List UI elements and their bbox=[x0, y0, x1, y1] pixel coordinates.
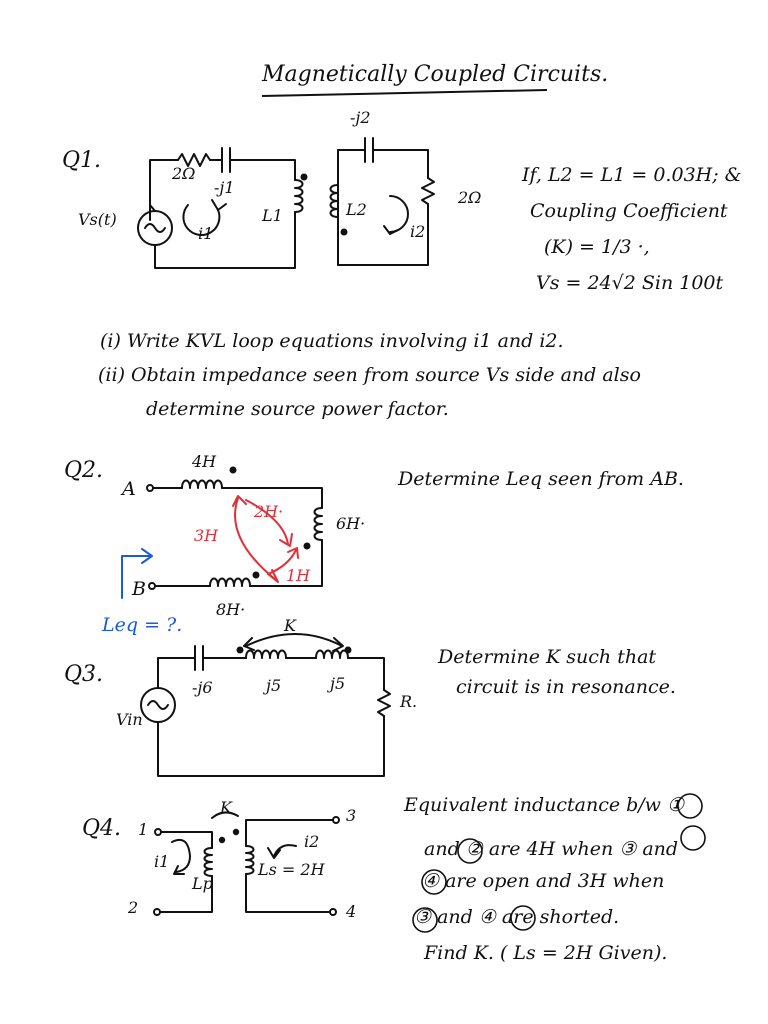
q4-node-4: 4 bbox=[346, 902, 357, 921]
q3-l1-label: j5 bbox=[266, 676, 282, 695]
q2-task: Determine Leq seen from AB. bbox=[398, 468, 684, 490]
q4-task-4: ③ and ④ are shorted. bbox=[414, 906, 620, 928]
q3-l2-label: j5 bbox=[330, 674, 346, 693]
q4-loop-i1 bbox=[171, 838, 191, 873]
q3-inductor-1 bbox=[245, 649, 287, 659]
q1-resistor-right-label: 2Ω bbox=[458, 188, 482, 207]
q2-label: Q2. bbox=[64, 458, 104, 483]
q3-cap-label: -j6 bbox=[192, 678, 213, 697]
q2-mutual-arrows bbox=[232, 495, 299, 583]
q2-node-b: B bbox=[132, 578, 146, 600]
q1-given-2: Coupling Coefficient bbox=[530, 200, 728, 222]
q2-node-a: A bbox=[122, 478, 136, 500]
q4-node-3: 3 bbox=[346, 806, 357, 825]
q3-ac-source bbox=[140, 687, 176, 723]
q3-inductor-2 bbox=[315, 649, 349, 659]
q1-task-2: (ii) Obtain impedance seen from source V… bbox=[98, 364, 641, 386]
q1-resistor bbox=[177, 153, 211, 167]
q3-circuit bbox=[140, 633, 391, 777]
q1-task-3: determine source power factor. bbox=[146, 398, 449, 420]
q3-task-2: circuit is in resonance. bbox=[456, 676, 676, 698]
q1-source-label: Vs(t) bbox=[78, 210, 117, 229]
q3-resistor-label: R. bbox=[400, 692, 418, 711]
q1-given-4: Vs = 24√2 Sin 100t bbox=[536, 272, 724, 294]
q2-arrow-2h bbox=[245, 499, 289, 545]
q4-i2-label: i2 bbox=[304, 832, 320, 851]
q2-m-1h-label: 1H bbox=[286, 566, 311, 585]
q4-inductor-lp bbox=[203, 847, 213, 877]
q4-text-circles bbox=[412, 793, 706, 933]
q3-k-label: K bbox=[284, 616, 296, 635]
q4-k-label: K bbox=[220, 798, 232, 817]
q1-cap-label: -j1 bbox=[214, 178, 235, 197]
q4-node-1: 1 bbox=[138, 820, 149, 839]
q3-k-arrow bbox=[245, 633, 343, 647]
q2-leq-marker bbox=[121, 548, 153, 599]
q2-arrow-1h bbox=[267, 549, 297, 575]
q1-inductor-l2 bbox=[329, 184, 339, 218]
q2-inductor-6h bbox=[313, 507, 323, 541]
q1-loop-i1-arrow bbox=[182, 204, 221, 236]
q1-left-loop bbox=[137, 147, 308, 269]
q4-i1-label: i1 bbox=[154, 852, 170, 871]
q1-i1-label: i1 bbox=[198, 224, 214, 243]
q1-l2-label: L2 bbox=[346, 200, 367, 219]
q1-i2-label: i2 bbox=[410, 222, 426, 241]
q4-inductor-ls bbox=[245, 845, 255, 875]
q3-resistor bbox=[377, 689, 391, 717]
q2-leq-note: Leq = ?. bbox=[102, 614, 183, 636]
q1-task-1: (i) Write KVL loop equations involving i… bbox=[100, 330, 564, 352]
q3-label: Q3. bbox=[64, 662, 104, 687]
q2-l-top-label: 4H bbox=[192, 452, 217, 471]
q3-task-1: Determine K such that bbox=[438, 646, 657, 668]
q1-loop-i2-arrow bbox=[389, 195, 409, 233]
q1-l1-label: L1 bbox=[262, 206, 283, 225]
q4-k-arrow bbox=[211, 811, 239, 819]
page-title: Magnetically Coupled Circuits. bbox=[262, 62, 609, 87]
q4-label: Q4. bbox=[82, 816, 122, 841]
q1-given-3: (K) = 1/3 ·, bbox=[544, 236, 650, 258]
q2-inductor-4h bbox=[181, 479, 223, 489]
q1-given-1: If, L2 = L1 = 0.03H; & bbox=[522, 164, 742, 186]
q4-task-3: ④ are open and 3H when bbox=[422, 870, 665, 892]
q1-right-loop bbox=[329, 137, 435, 266]
q1-cap-top-label: -j2 bbox=[350, 108, 371, 127]
q4-task-2: and ② are 4H when ③ and bbox=[424, 838, 679, 860]
q2-inductor-8h bbox=[209, 577, 251, 587]
q2-l-bottom-label: 8H· bbox=[216, 600, 246, 619]
q4-lp-label: Lp bbox=[192, 874, 213, 893]
q2-l-right-label: 6H· bbox=[336, 514, 366, 533]
q2-circuit bbox=[146, 466, 323, 590]
q1-resistor-label: 2Ω bbox=[172, 164, 196, 183]
q4-node-2: 2 bbox=[128, 898, 139, 917]
q4-loop-i2 bbox=[273, 844, 297, 857]
q4-ls-label: Ls = 2H bbox=[258, 860, 325, 879]
q2-m-3h-label: 3H bbox=[194, 526, 219, 545]
q4-circuit bbox=[153, 811, 340, 916]
q1-label: Q1. bbox=[62, 148, 102, 173]
q2-m-2h-label: 2H· bbox=[254, 502, 284, 521]
q1-resistor-right bbox=[421, 177, 435, 205]
q4-task-5: Find K. ( Ls = 2H Given). bbox=[424, 942, 668, 964]
q3-source-label: Vin bbox=[116, 710, 143, 729]
q1-inductor-l1 bbox=[294, 179, 304, 213]
q2-arrow-3h bbox=[234, 497, 277, 581]
q4-task-1: Equivalent inductance b/w ① bbox=[404, 794, 685, 816]
